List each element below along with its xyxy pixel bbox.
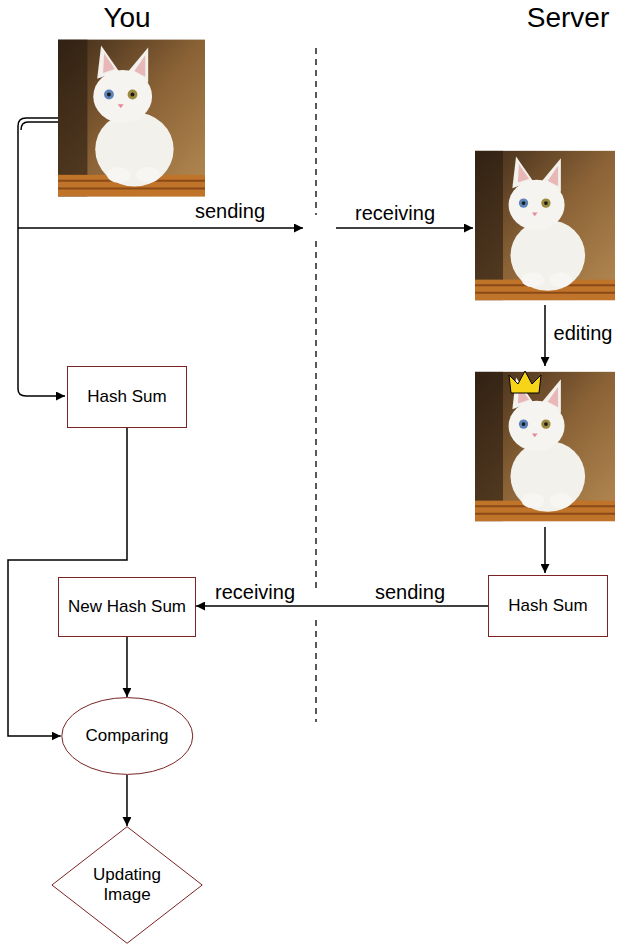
receive-wire <box>336 227 473 229</box>
send-wire <box>18 118 65 396</box>
arrow-label: sending <box>192 200 268 223</box>
process-ellipse: Comparing <box>61 697 194 775</box>
node-text: Comparing <box>85 726 168 746</box>
node-text: Hash Sum <box>508 596 587 616</box>
process-box: Hash Sum <box>488 575 608 637</box>
flow-arrow <box>196 605 488 607</box>
crown-symbol <box>509 371 541 393</box>
node-text: Hash Sum <box>87 387 166 407</box>
column-heading: You <box>100 2 153 34</box>
send-wire <box>21 122 58 130</box>
arrow-label: sending <box>372 581 448 604</box>
arrow-label: editing <box>551 322 616 345</box>
cat-photo <box>58 40 205 197</box>
process-box: New Hash Sum <box>58 577 196 637</box>
process-box: Hash Sum <box>67 366 187 428</box>
cat-photo-edited <box>475 372 615 521</box>
edit-wire <box>544 305 546 366</box>
node-text: Updating Image <box>93 865 161 906</box>
flow-arrow <box>126 637 128 697</box>
arrow-label: receiving <box>212 581 298 604</box>
node-text: New Hash Sum <box>68 597 186 617</box>
arrow-label: receiving <box>352 202 438 225</box>
divider-line <box>315 48 316 722</box>
cat-photo <box>475 151 615 300</box>
hash-wire <box>544 527 546 573</box>
decision-diamond: Updating Image <box>51 826 203 944</box>
send-wire <box>18 227 303 229</box>
column-heading: Server <box>524 2 612 34</box>
flow-arrow <box>126 775 128 826</box>
